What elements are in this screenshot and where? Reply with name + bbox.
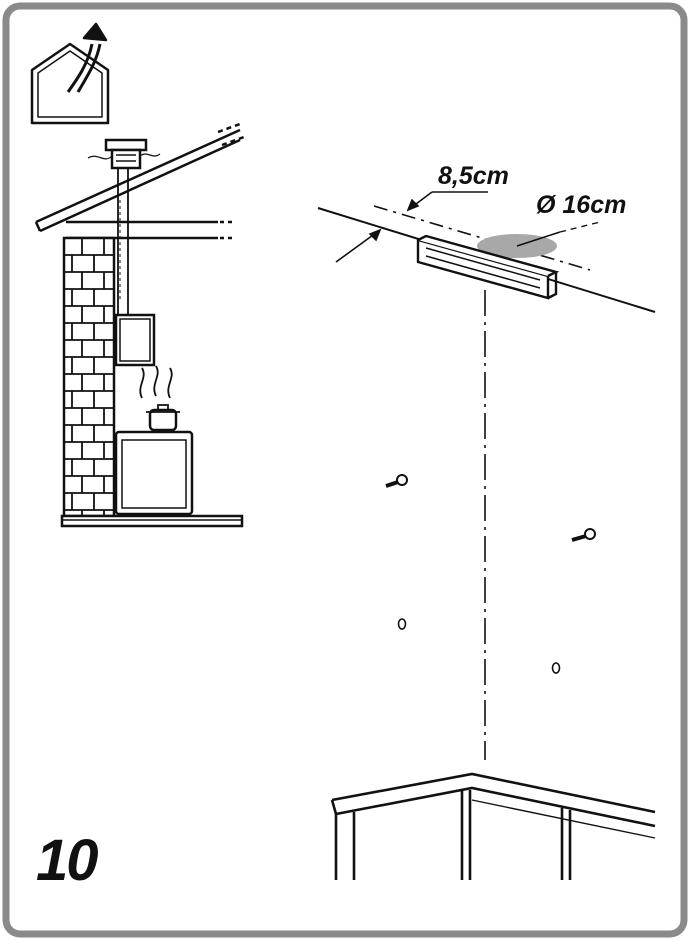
duct-pipe — [117, 168, 129, 315]
cooker — [114, 430, 194, 516]
steam — [139, 365, 173, 399]
wall-screw-left — [385, 474, 408, 488]
hood-box — [114, 313, 156, 367]
cooker-hood-top — [330, 772, 656, 880]
external-venting-house-icon — [30, 22, 110, 125]
roof — [35, 128, 241, 224]
dimension-8-5cm-arrows — [335, 191, 488, 263]
wall-screw-right — [571, 528, 596, 542]
screw-hole-right — [551, 662, 561, 674]
reference-dash-line — [373, 205, 591, 271]
dimension-duct-diameter-label: Ø 16cm — [536, 191, 626, 219]
roof-chimney-cap — [104, 138, 148, 152]
screw-hole-left — [397, 618, 407, 630]
floor — [60, 514, 244, 528]
step-number: 10 — [36, 828, 98, 893]
building-scene — [34, 122, 245, 528]
dimension-bracket-distance-label: 8,5cm — [438, 162, 509, 190]
installation-view: 8,5cm Ø 16cm — [317, 162, 656, 880]
mounting-bracket — [416, 234, 560, 300]
cooking-pot — [148, 408, 178, 432]
brick-pattern — [64, 238, 114, 516]
ceiling-slab — [66, 220, 218, 240]
